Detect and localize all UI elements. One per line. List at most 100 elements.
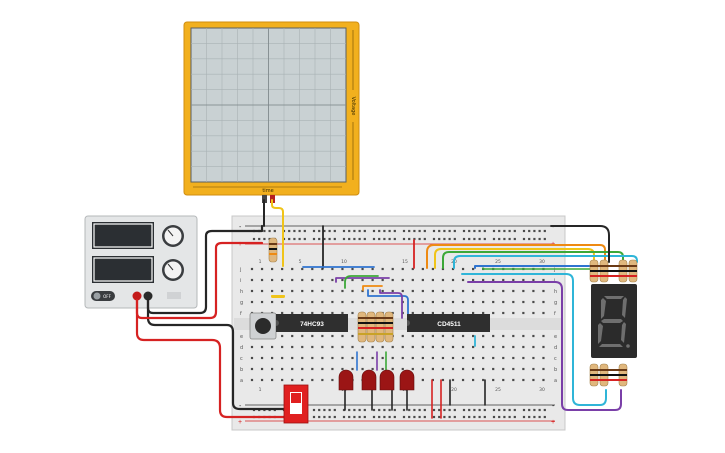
breadboard-hole[interactable] — [361, 278, 364, 282]
breadboard-hole[interactable] — [250, 300, 254, 304]
breadboard-hole[interactable] — [502, 300, 505, 304]
breadboard-hole[interactable] — [271, 367, 274, 371]
chip-74hc93[interactable]: 74HC93 — [276, 314, 348, 332]
breadboard-hole[interactable] — [451, 278, 455, 282]
breadboard-hole[interactable] — [341, 311, 344, 315]
breadboard-hole[interactable] — [482, 345, 485, 349]
breadboard-hole[interactable] — [363, 415, 366, 419]
resistor-top-left[interactable] — [268, 237, 278, 263]
breadboard-hole[interactable] — [532, 345, 535, 349]
led-3[interactable] — [379, 369, 395, 391]
breadboard-hole[interactable] — [351, 356, 354, 360]
breadboard-hole[interactable] — [472, 345, 475, 349]
negative-terminal[interactable] — [143, 291, 153, 301]
breadboard-hole[interactable] — [342, 229, 346, 233]
breadboard-hole[interactable] — [522, 408, 526, 412]
breadboard-hole[interactable] — [431, 289, 434, 293]
breadboard-hole[interactable] — [311, 278, 314, 282]
breadboard-hole[interactable] — [312, 408, 316, 412]
breadboard-hole[interactable] — [341, 289, 344, 293]
breadboard-hole[interactable] — [512, 345, 515, 349]
breadboard-hole[interactable] — [401, 345, 404, 349]
breadboard-hole[interactable] — [271, 356, 274, 360]
wire-green-top-row[interactable] — [344, 275, 379, 289]
breadboard-hole[interactable] — [260, 367, 264, 371]
breadboard-hole[interactable] — [441, 334, 445, 338]
breadboard-hole[interactable] — [512, 300, 515, 304]
breadboard-hole[interactable] — [502, 367, 505, 371]
breadboard-hole[interactable] — [512, 334, 515, 338]
breadboard-hole[interactable] — [260, 378, 264, 382]
breadboard-hole[interactable] — [311, 378, 314, 382]
breadboard-hole[interactable] — [381, 356, 384, 360]
breadboard-hole[interactable] — [451, 367, 455, 371]
breadboard-hole[interactable] — [311, 311, 314, 315]
breadboard-hole[interactable] — [508, 237, 511, 241]
breadboard-hole[interactable] — [291, 378, 294, 382]
breadboard-hole[interactable] — [431, 345, 434, 349]
breadboard-hole[interactable] — [421, 345, 424, 349]
breadboard-hole[interactable] — [378, 415, 381, 419]
breadboard-hole[interactable] — [432, 237, 436, 241]
breadboard-hole[interactable] — [482, 356, 485, 360]
breadboard-hole[interactable] — [431, 267, 434, 271]
breadboard-hole[interactable] — [542, 289, 545, 293]
breadboard-hole[interactable] — [291, 345, 294, 349]
breadboard-hole[interactable] — [512, 367, 515, 371]
breadboard-hole[interactable] — [478, 415, 481, 419]
breadboard-hole[interactable] — [311, 356, 314, 360]
breadboard-hole[interactable] — [532, 289, 535, 293]
breadboard-hole[interactable] — [318, 408, 321, 412]
breadboard-hole[interactable] — [492, 289, 495, 293]
breadboard-hole[interactable] — [321, 300, 324, 304]
breadboard-hole[interactable] — [391, 267, 394, 271]
breadboard-hole[interactable] — [250, 278, 254, 282]
breadboard-hole[interactable] — [312, 229, 316, 233]
breadboard-hole[interactable] — [408, 229, 411, 233]
wire-cyan-to-display[interactable] — [453, 255, 638, 269]
scope-probe-red-terminal[interactable] — [270, 195, 275, 203]
breadboard-hole[interactable] — [482, 278, 485, 282]
breadboard-hole[interactable] — [408, 408, 411, 412]
breadboard-hole[interactable] — [333, 237, 336, 241]
breadboard-hole[interactable] — [418, 237, 421, 241]
breadboard-hole[interactable] — [421, 267, 424, 271]
breadboard-hole[interactable] — [341, 367, 344, 371]
breadboard-hole[interactable] — [383, 415, 386, 419]
breadboard-hole[interactable] — [331, 267, 334, 271]
breadboard-hole[interactable] — [342, 408, 346, 412]
breadboard-hole[interactable] — [472, 278, 475, 282]
breadboard-hole[interactable] — [321, 278, 324, 282]
breadboard-hole[interactable] — [532, 378, 535, 382]
breadboard-hole[interactable] — [363, 408, 366, 412]
breadboard-hole[interactable] — [431, 356, 434, 360]
breadboard-hole[interactable] — [512, 311, 515, 315]
breadboard-hole[interactable] — [512, 356, 515, 360]
breadboard-hole[interactable] — [423, 408, 426, 412]
breadboard-hole[interactable] — [303, 229, 306, 233]
breadboard-hole[interactable] — [482, 289, 485, 293]
breadboard-hole[interactable] — [301, 367, 304, 371]
breadboard-hole[interactable] — [438, 229, 441, 233]
breadboard-hole[interactable] — [331, 356, 334, 360]
breadboard-hole[interactable] — [453, 237, 456, 241]
dip-switch[interactable] — [283, 384, 309, 424]
breadboard-hole[interactable] — [431, 367, 434, 371]
breadboard-hole[interactable] — [250, 356, 254, 360]
breadboard-hole[interactable] — [461, 334, 465, 338]
breadboard-hole[interactable] — [432, 229, 436, 233]
breadboard-hole[interactable] — [291, 334, 294, 338]
breadboard-hole[interactable] — [323, 237, 326, 241]
breadboard-hole[interactable] — [522, 289, 525, 293]
breadboard-hole[interactable] — [542, 367, 545, 371]
breadboard-hole[interactable] — [391, 356, 394, 360]
breadboard-hole[interactable] — [423, 229, 426, 233]
breadboard-hole[interactable] — [498, 415, 501, 419]
breadboard-hole[interactable] — [341, 356, 344, 360]
breadboard-hole[interactable] — [260, 300, 264, 304]
breadboard-hole[interactable] — [468, 415, 471, 419]
breadboard-hole[interactable] — [498, 229, 501, 233]
breadboard-hole[interactable] — [323, 229, 326, 233]
breadboard-hole[interactable] — [321, 345, 324, 349]
breadboard-hole[interactable] — [328, 408, 331, 412]
